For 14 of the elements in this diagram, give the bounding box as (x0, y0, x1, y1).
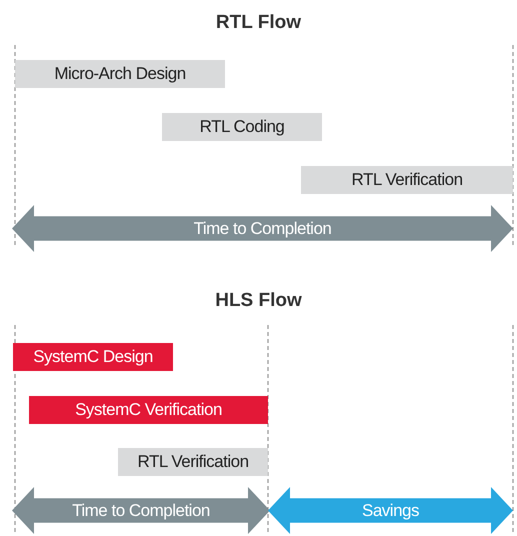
section-title: RTL Flow (214, 12, 302, 34)
task-bar: SystemC Verification (29, 396, 268, 424)
arrow-label: Time to Completion (192, 218, 332, 238)
duration-band (12, 205, 513, 252)
task-bar: RTL Coding (162, 113, 322, 141)
task-bar: RTL Verification (301, 166, 513, 194)
arrow-label: Savings (361, 500, 420, 520)
duration-band (12, 487, 270, 534)
duration-band (268, 487, 513, 534)
task-bar: RTL Verification (118, 448, 268, 476)
task-bar: SystemC Design (13, 343, 173, 371)
section-title: HLS Flow (214, 290, 303, 312)
task-bar: Micro-Arch Design (15, 60, 225, 88)
arrow-label: Time to Completion (71, 500, 211, 520)
